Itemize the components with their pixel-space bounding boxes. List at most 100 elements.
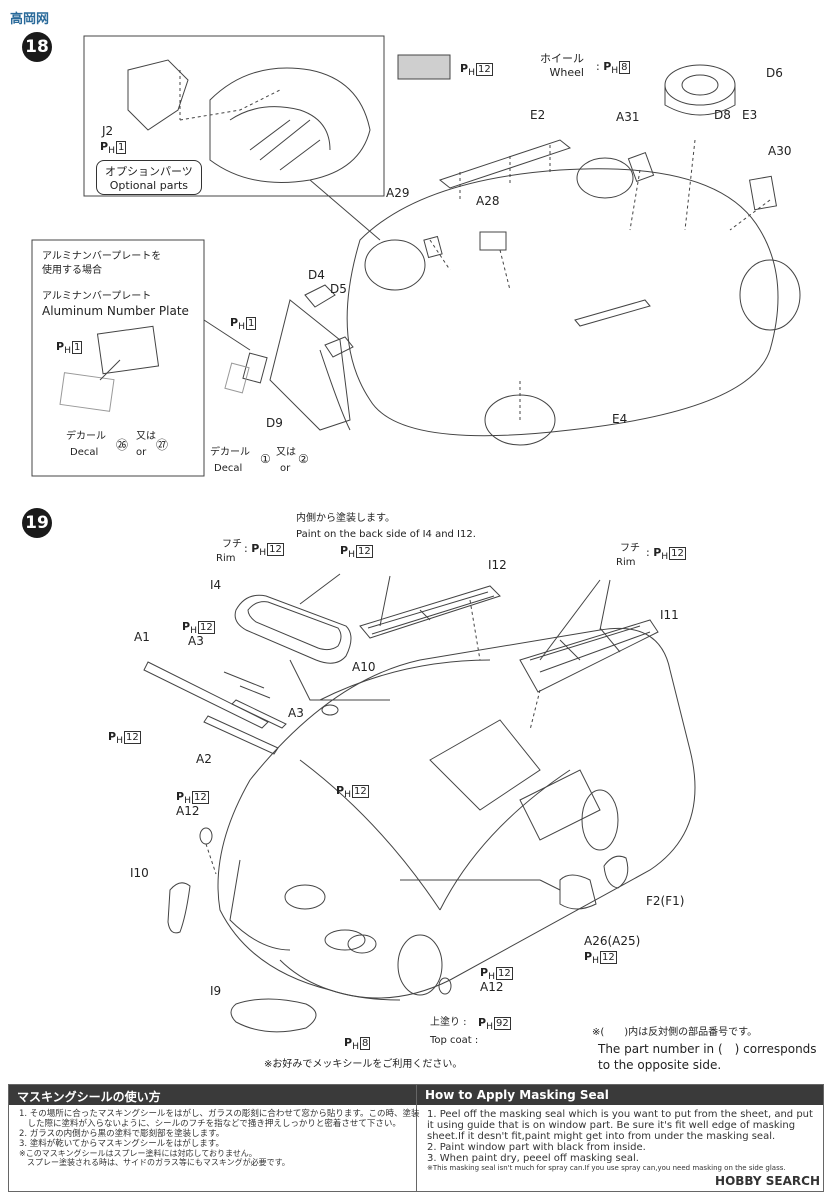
part-e3: E3 xyxy=(742,108,758,122)
option-parts-en: Optional parts xyxy=(109,179,189,192)
part-i11: I11 xyxy=(660,608,679,622)
hobby-search-watermark: HOBBY SEARCH xyxy=(715,1174,820,1188)
part-a10: A10 xyxy=(352,660,376,674)
part-a26: A26(A25) xyxy=(584,934,641,948)
part-a12-top: A12 xyxy=(176,804,200,818)
option-parts-jp: オプションパーツ xyxy=(105,165,193,178)
masking-jp-column: マスキングシールの使い方 1. その場所に合ったマスキングシールをはがし、ガラス… xyxy=(9,1085,420,1191)
part-e2: E2 xyxy=(530,108,546,122)
decal2-en: Decal xyxy=(214,463,243,474)
part-a3-top: A3 xyxy=(188,634,204,648)
part-d6: D6 xyxy=(766,66,783,80)
rim-jp-left: フチ xyxy=(222,539,242,550)
decal2-number-a: ① xyxy=(260,452,271,466)
masking-en-line-3: 3. When paint dry, peeel off masking sea… xyxy=(427,1153,639,1164)
masking-en-line-1: 1. Peel off the masking seal which is yo… xyxy=(427,1109,813,1142)
site-logo: 高岡网 xyxy=(10,8,49,27)
rim-jp-right: フチ xyxy=(620,543,640,554)
logo-text: 高岡网 xyxy=(10,12,50,27)
lights-ph: 8 xyxy=(359,1037,371,1050)
chrome-note: ※お好みでメッキシールをご利用ください。 xyxy=(264,1059,463,1070)
step-19-number: 19 xyxy=(22,508,52,538)
a12-top-ph: 12 xyxy=(191,791,209,804)
part-a31: A31 xyxy=(616,110,640,124)
topcoat-en-text: Top coat xyxy=(430,1035,472,1046)
wheel-en: Wheel xyxy=(549,66,584,79)
part-e4: E4 xyxy=(612,412,628,426)
masking-title-en: How to Apply Masking Seal xyxy=(417,1085,823,1105)
masking-en-column: How to Apply Masking Seal 1. Peel off th… xyxy=(417,1085,823,1191)
swatch-ph-number: 12 xyxy=(475,63,493,76)
decal-or-jp: 又は xyxy=(136,431,156,442)
decal-jp: デカール xyxy=(66,431,106,442)
alum-plate-en: Aluminum Number Plate xyxy=(42,304,189,318)
topcoat-en: Top coat : xyxy=(430,1035,479,1046)
part-a2: A2 xyxy=(196,752,212,766)
masking-title-jp: マスキングシールの使い方 xyxy=(9,1085,416,1105)
topcoat-jp-text: 上塗り xyxy=(430,1017,460,1028)
masking-jp-note-2: スプレー塗装される時は、サイドのガラス等にもマスキングが必要です。 xyxy=(19,1158,290,1167)
opposite-note-en-2: to the opposite side. xyxy=(598,1058,722,1072)
masking-jp-line-3: 2. ガラスの内側から黒の塗料で彫刻部を塗装します。 xyxy=(19,1129,225,1139)
part-d9: D9 xyxy=(266,416,283,430)
j2-label: J2 xyxy=(102,124,114,138)
alum-heading-2: 使用する場合 xyxy=(42,265,102,276)
masking-instructions: マスキングシールの使い方 1. その場所に合ったマスキングシールをはがし、ガラス… xyxy=(8,1084,824,1192)
alum-plate-jp: アルミナンバープレート xyxy=(42,291,152,302)
opposite-note-en-1: The part number in ( ) corresponds xyxy=(598,1042,817,1056)
part-a12-bottom: A12 xyxy=(480,980,504,994)
a12-bottom-ph: 12 xyxy=(495,967,513,980)
part-a3-mid: A3 xyxy=(288,706,304,720)
part-d8: D8 xyxy=(714,108,731,122)
wheel-label: ホイール Wheel xyxy=(540,52,584,80)
decal2-or-jp: 又は xyxy=(276,447,296,458)
alum-ph-number: 1 xyxy=(71,341,83,354)
j2-ph-number: 1 xyxy=(115,141,127,154)
part-i4: I4 xyxy=(210,578,222,592)
decal-or-en: or xyxy=(136,447,147,458)
part-d4: D4 xyxy=(308,268,325,282)
decal2-jp: デカール xyxy=(210,447,250,458)
part-a29: A29 xyxy=(386,186,410,200)
d9-ph-number: 1 xyxy=(245,317,257,330)
part-i12: I12 xyxy=(488,558,507,572)
masking-jp-line-2: した際に塗料が入らないように、シールのフチを指などで掻き押えしっかりと密着させて… xyxy=(19,1119,401,1129)
masking-jp-line-4: 3. 塗料が乾いてからマスキングシールをはがします。 xyxy=(19,1139,224,1149)
decal-en: Decal xyxy=(70,447,99,458)
wheel-jp: ホイール xyxy=(540,52,584,65)
a26-ph: 12 xyxy=(599,951,617,964)
part-a30: A30 xyxy=(768,144,792,158)
masking-jp-note-1: ※このマスキングシールはスプレー塗料には対応しておりません。 xyxy=(19,1149,257,1158)
decal2-or-en: or xyxy=(280,463,291,474)
part-f2: F2(F1) xyxy=(646,894,685,908)
i4-i12-ph: 12 xyxy=(355,545,373,558)
rim-right-ph: 12 xyxy=(669,547,686,560)
part-d5: D5 xyxy=(330,282,347,296)
decal2-number-b: ② xyxy=(298,452,309,466)
part-a1: A1 xyxy=(134,630,150,644)
wheel-ph-number: 8 xyxy=(619,61,630,74)
alum-heading-1: アルミナンバープレートを xyxy=(42,251,162,262)
inside-paint-en: Paint on the back side of I4 and I12. xyxy=(296,529,476,540)
step-18-number: 18 xyxy=(22,32,52,62)
decal-number-b: ㉗ xyxy=(156,438,169,452)
option-parts-box: オプションパーツ Optional parts xyxy=(96,160,202,195)
inside-paint-jp: 内側から塗装します。 xyxy=(296,513,395,524)
masking-en-line-2: 2. Paint window part with black from ins… xyxy=(427,1142,646,1153)
body-ph: 12 xyxy=(351,785,369,798)
topcoat-ph: 92 xyxy=(493,1017,511,1030)
